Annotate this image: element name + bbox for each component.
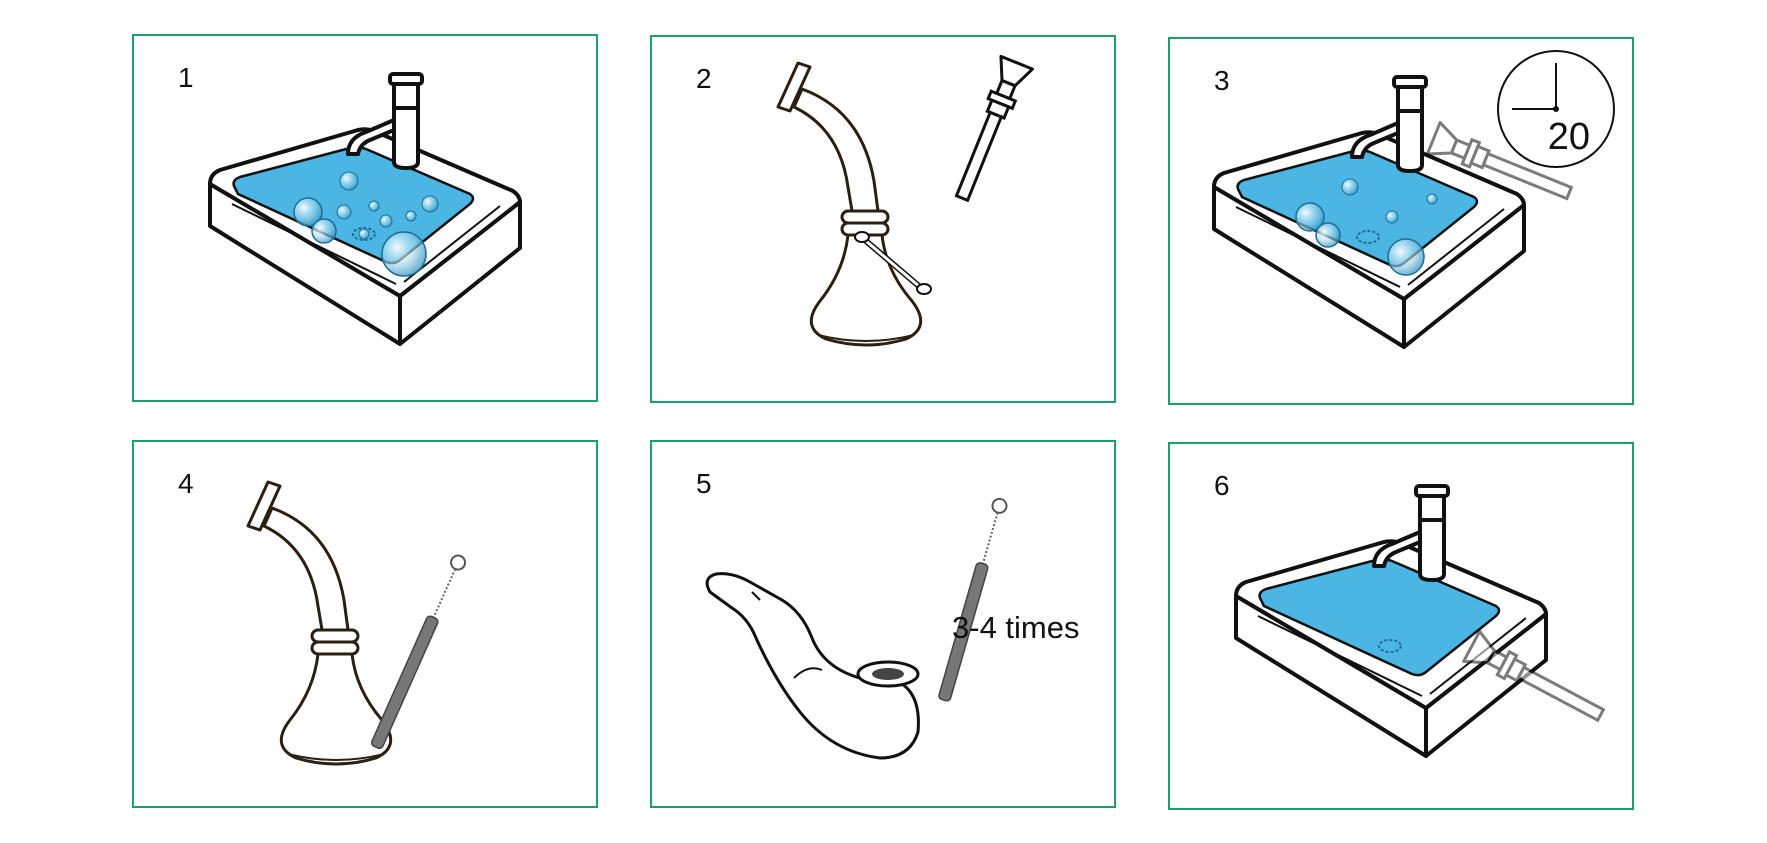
step-number: 2: [696, 63, 712, 94]
step-number: 6: [1214, 470, 1230, 501]
brush-cleaning-pipe-illustration: 3-4 times: [705, 496, 1079, 760]
pipe-cleaner-brush-icon: [936, 496, 1010, 703]
bong-icon: [246, 480, 393, 766]
bong-icon: [776, 61, 923, 347]
step-panel-3: 3 20: [1168, 37, 1634, 405]
pipe-cleaner-brush-icon: [368, 552, 469, 751]
soap-bubbles: [293, 171, 439, 277]
sink-soapy-water-illustration: [208, 72, 522, 346]
tobacco-pipe-icon: [705, 572, 920, 760]
brush-cleaning-bong-illustration: [246, 480, 469, 766]
step-number: 1: [178, 62, 194, 93]
soap-bubbles: [1295, 178, 1438, 276]
step-number: 3: [1214, 65, 1230, 96]
step-panel-1: 1: [132, 34, 598, 402]
step-panel-5: 5 3-4 times: [650, 440, 1116, 808]
soaking-parts-illustration: 20: [1212, 50, 1615, 349]
step-panel-2: 2: [650, 35, 1116, 403]
step-panel-4: 4: [132, 440, 598, 808]
step-number: 5: [696, 468, 712, 499]
step-number: 4: [178, 468, 194, 499]
timer-label: 20: [1548, 116, 1590, 158]
step-panel-6: 6: [1168, 442, 1634, 810]
disassembled-bong-illustration: [776, 54, 1034, 347]
timer-icon: 20: [1497, 50, 1615, 168]
repeat-count-label: 3-4 times: [952, 610, 1079, 645]
downstem-icon: [944, 54, 1034, 206]
rinse-parts-illustration: [1234, 484, 1611, 758]
cotton-swab-icon: [854, 231, 932, 295]
